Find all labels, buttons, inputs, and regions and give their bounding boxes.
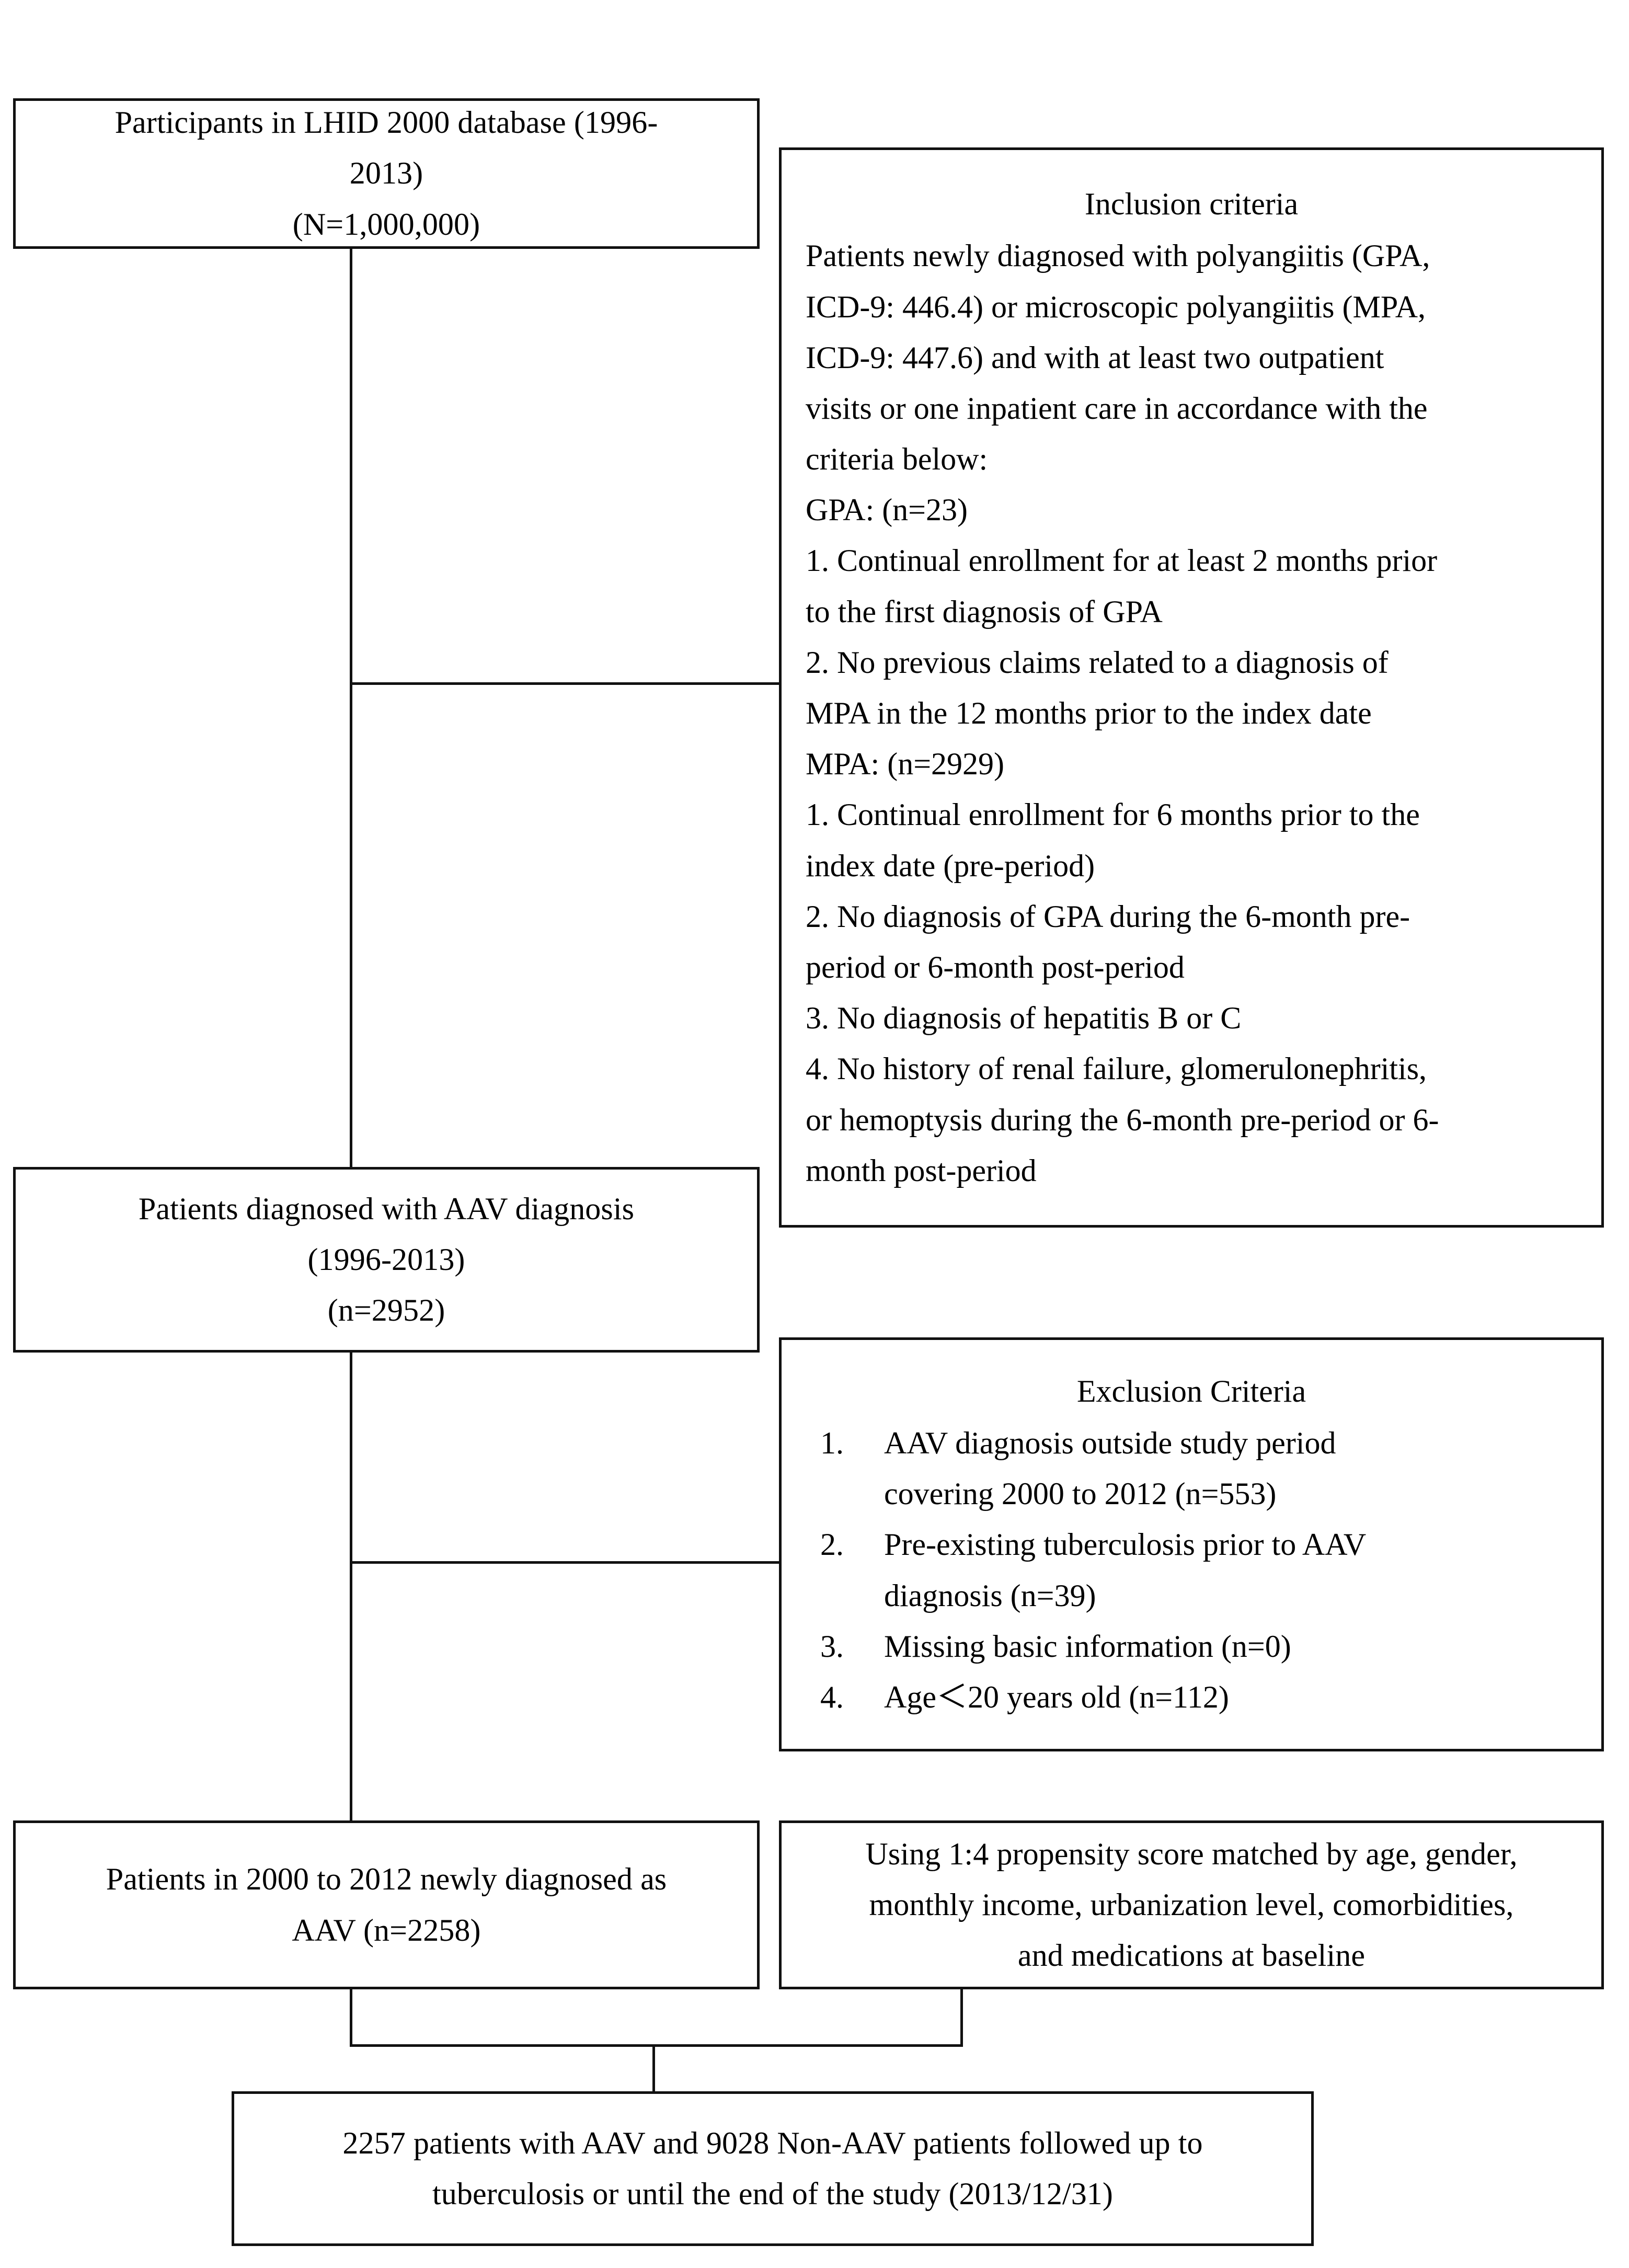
inclusion-line-1: Patients newly diagnosed with polyangiit…: [806, 238, 1430, 273]
exclusion-item-2-line-1: Pre-existing tuberculosis prior to AAV: [884, 1527, 1367, 1562]
connector-merge-to-final: [652, 2044, 655, 2092]
inclusion-line-17: 4. No history of renal failure, glomerul…: [806, 1051, 1427, 1086]
inclusion-title: Inclusion criteria: [1084, 187, 1299, 222]
connector-merge-horizontal: [350, 2044, 963, 2047]
exclusion-item-4-line-1: Age＜20 years old (n=112): [884, 1679, 1229, 1714]
inclusion-line-9: 2. No previous claims related to a diagn…: [806, 645, 1389, 680]
node-exclusion-criteria: Exclusion Criteria 1. AAV diagnosis outs…: [779, 1337, 1604, 1751]
inclusion-line-13: index date (pre-period): [806, 848, 1095, 883]
inclusion-line-3: ICD-9: 447.6) and with at least two outp…: [806, 340, 1384, 375]
propensity-line-3: and medications at baseline: [1017, 1938, 1366, 1973]
exclusion-item-4: 4. Age＜20 years old (n=112): [820, 1672, 1580, 1723]
exclusion-item-2: 2. Pre-existing tuberculosis prior to AA…: [820, 1519, 1580, 1621]
exclusion-item-1-text: AAV diagnosis outside study period cover…: [884, 1418, 1580, 1519]
newly-line-2: AAV (n=2258): [292, 1912, 481, 1948]
propensity-line-2: monthly income, urbanization level, como…: [869, 1887, 1514, 1922]
exclusion-title: Exclusion Criteria: [1076, 1373, 1306, 1408]
newly-line-1: Patients in 2000 to 2012 newly diagnosed…: [106, 1862, 667, 1897]
connector-branch-to-inclusion: [350, 682, 780, 685]
exclusion-item-3-text: Missing basic information (n=0): [884, 1621, 1580, 1672]
exclusion-item-3: 3. Missing basic information (n=0): [820, 1621, 1580, 1672]
inclusion-line-11: MPA: (n=2929): [806, 747, 1005, 782]
inclusion-line-15: period or 6-month post-period: [806, 949, 1185, 984]
participants-line-3: (N=1,000,000): [292, 207, 480, 242]
exclusion-item-3-marker: 3.: [820, 1629, 844, 1664]
node-inclusion-criteria: Inclusion criteria Patients newly diagno…: [779, 147, 1604, 1228]
exclusion-item-3-line-1: Missing basic information (n=0): [884, 1629, 1291, 1664]
exclusion-item-2-marker: 2.: [820, 1527, 844, 1562]
aav-line-3: (n=2952): [327, 1293, 445, 1328]
exclusion-item-1: 1. AAV diagnosis outside study period co…: [820, 1418, 1580, 1519]
inclusion-body: Patients newly diagnosed with polyangiit…: [782, 231, 1601, 1196]
propensity-line-1: Using 1:4 propensity score matched by ag…: [865, 1836, 1518, 1871]
participants-line-1: Participants in LHID 2000 database (1996…: [114, 105, 658, 140]
node-aav-diagnosed: Patients diagnosed with AAV diagnosis (1…: [13, 1167, 760, 1353]
inclusion-line-6: GPA: (n=23): [806, 492, 968, 528]
exclusion-item-4-marker: 4.: [820, 1679, 844, 1714]
inclusion-line-7: 1. Continual enrollment for at least 2 m…: [806, 543, 1438, 578]
node-final-cohort: 2257 patients with AAV and 9028 Non-AAV …: [232, 2091, 1314, 2246]
connector-newly-diagnosed-drop: [350, 1989, 352, 2047]
connector-aav-to-newly-diagnosed: [350, 1353, 352, 1820]
node-propensity-matching: Using 1:4 propensity score matched by ag…: [779, 1820, 1604, 1989]
exclusion-item-1-marker: 1.: [820, 1426, 844, 1461]
participants-line-2: 2013): [349, 156, 423, 191]
inclusion-line-5: criteria below:: [806, 442, 988, 477]
inclusion-line-12: 1. Continual enrollment for 6 months pri…: [806, 797, 1420, 832]
connector-propensity-drop: [960, 1989, 963, 2047]
inclusion-line-10: MPA in the 12 months prior to the index …: [806, 696, 1372, 730]
aav-line-1: Patients diagnosed with AAV diagnosis: [138, 1191, 635, 1226]
exclusion-item-4-text: Age＜20 years old (n=112): [884, 1672, 1580, 1723]
inclusion-line-14: 2. No diagnosis of GPA during the 6-mont…: [806, 899, 1410, 934]
inclusion-line-2: ICD-9: 446.4) or microscopic polyangiiti…: [806, 289, 1426, 324]
connector-branch-to-exclusion: [350, 1561, 780, 1564]
exclusion-item-2-text: Pre-existing tuberculosis prior to AAV d…: [884, 1519, 1580, 1621]
final-line-1: 2257 patients with AAV and 9028 Non-AAV …: [342, 2125, 1203, 2160]
inclusion-line-18: or hemoptysis during the 6-month pre-per…: [806, 1102, 1439, 1137]
inclusion-line-8: to the first diagnosis of GPA: [806, 594, 1163, 629]
exclusion-item-1-line-1: AAV diagnosis outside study period: [884, 1426, 1336, 1461]
exclusion-item-1-line-2: covering 2000 to 2012 (n=553): [884, 1476, 1277, 1511]
final-line-2: tuberculosis or until the end of the stu…: [432, 2177, 1113, 2211]
node-newly-diagnosed: Patients in 2000 to 2012 newly diagnosed…: [13, 1820, 760, 1989]
node-participants: Participants in LHID 2000 database (1996…: [13, 98, 760, 249]
inclusion-line-16: 3. No diagnosis of hepatitis B or C: [806, 1001, 1242, 1036]
exclusion-item-2-line-2: diagnosis (n=39): [884, 1578, 1096, 1613]
connector-participants-to-aav: [350, 249, 352, 1167]
aav-line-2: (1996-2013): [307, 1242, 465, 1277]
exclusion-list: 1. AAV diagnosis outside study period co…: [782, 1418, 1601, 1723]
inclusion-line-4: visits or one inpatient care in accordan…: [806, 391, 1428, 426]
inclusion-line-19: month post-period: [806, 1153, 1037, 1188]
